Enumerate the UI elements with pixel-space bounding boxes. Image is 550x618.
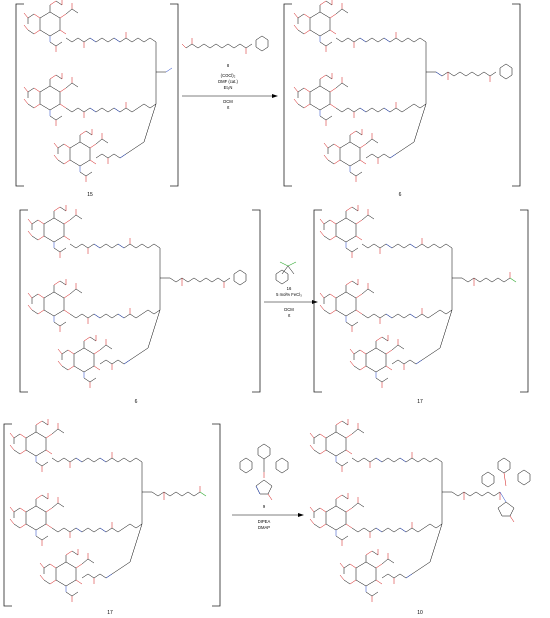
benzyl-ester-chain-6 [435, 63, 513, 82]
compound-label-6-top: 6 [399, 192, 402, 198]
acyl-chloride-chain-17 [461, 272, 517, 286]
below-arrow-1-3: DCM [223, 99, 233, 104]
galnac-cluster-17 [320, 205, 462, 388]
below-arrow-2-1: DCM [284, 307, 294, 312]
below-arrow-1-1: DMF (cat.) [218, 79, 238, 84]
compound-label-17-bottom: 17 [107, 610, 113, 616]
right-bracket-r1 [283, 3, 521, 187]
below-arrow-3-0: DIPEA [258, 519, 271, 524]
galnac-cluster-15 [24, 0, 166, 182]
below-arrow-2-0: 5 mol% FeCl₃ [276, 292, 302, 297]
compound-label-10: 10 [417, 610, 423, 616]
below-arrow-3-1: DMAP [258, 525, 270, 530]
compound-label-17-mid: 17 [417, 399, 423, 405]
dmt-prolinol-chain-10 [451, 457, 531, 523]
row-1: 15 8 (COCl)₂ DMF (cat.) Et₃N DCM rt [15, 0, 521, 198]
arrowhead-1 [272, 94, 278, 98]
galnac-cluster-17b [10, 419, 152, 602]
acyl-chloride-chain-17b [151, 486, 207, 500]
right-bracket-r2 [313, 209, 529, 393]
below-arrow-1-4: rt [227, 105, 230, 110]
reagent-structure-8 [181, 35, 269, 54]
benzyl-ester-chain-6b [169, 269, 247, 288]
arrowhead-2 [312, 300, 318, 304]
row-3: 17 9 DIPEA DMAP 10 [3, 419, 531, 616]
galnac-cluster-10 [310, 419, 452, 602]
below-arrow-2-2: rt [288, 313, 291, 318]
above-arrow-2-0: 16 [287, 286, 292, 291]
galnac-cluster-6 [294, 0, 436, 182]
left-bracket-r3 [3, 423, 221, 607]
below-arrow-1-2: Et₃N [224, 85, 233, 90]
below-arrow-1-0: (COCl)₂ [221, 73, 236, 78]
compound-label-15: 15 [87, 192, 93, 198]
compound-label-6-mid: 6 [135, 399, 138, 405]
row-2: 6 16 5 mol% FeCl₃ DCM rt 17 [19, 205, 529, 405]
left-bracket-r1 [15, 3, 179, 187]
reagent-structure-9 [239, 443, 289, 501]
galnac-cluster-6b [28, 205, 170, 388]
reagent-structure-16 [275, 261, 297, 285]
above-arrow-3-0: 9 [263, 504, 266, 509]
arrowhead-3 [298, 513, 304, 517]
left-bracket-r2 [19, 209, 261, 393]
amine-nh2 [165, 67, 173, 73]
above-arrow-1-0: 8 [227, 63, 230, 68]
